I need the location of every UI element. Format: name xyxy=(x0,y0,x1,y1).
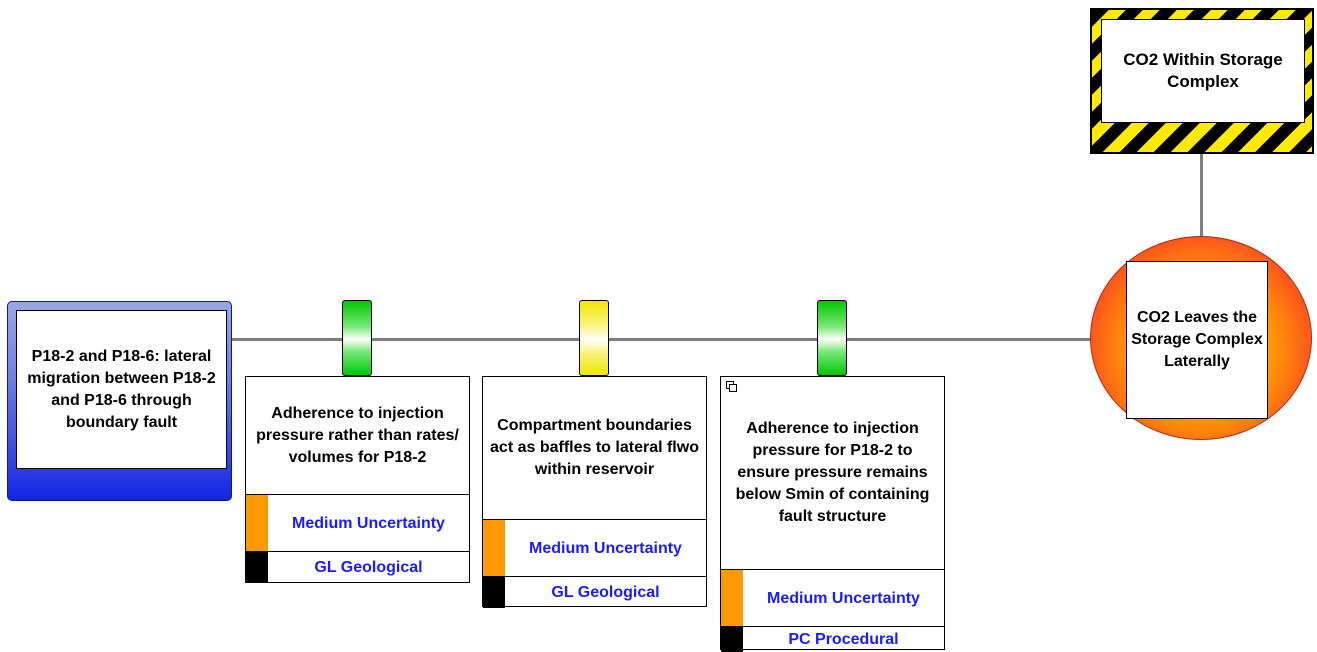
barrier-card[interactable]: Compartment boundaries act as baffles to… xyxy=(482,376,707,608)
top-event-label: CO2 Leaves the Storage Complex Laterally xyxy=(1126,261,1268,419)
uncertainty-swatch xyxy=(483,520,505,577)
barrier-card[interactable]: Adherence to injection pressure for P18-… xyxy=(720,376,945,652)
category-row: PC Procedural xyxy=(721,626,944,652)
uncertainty-swatch xyxy=(721,570,743,627)
category-row: GL Geological xyxy=(246,551,469,583)
uncertainty-row: Medium Uncertainty xyxy=(721,569,944,627)
main-pathway-line xyxy=(232,338,1092,341)
barrier-effectiveness-indicator[interactable] xyxy=(342,300,372,376)
barrier-title: Adherence to injection pressure rather t… xyxy=(256,404,459,466)
threat-label: P18-2 and P18-6: lateral migration betwe… xyxy=(16,310,227,469)
category-row: GL Geological xyxy=(483,576,706,608)
category-label: GL Geological xyxy=(314,558,423,576)
threat-box[interactable]: P18-2 and P18-6: lateral migration betwe… xyxy=(7,301,232,501)
uncertainty-label: Medium Uncertainty xyxy=(529,539,682,557)
barrier-effectiveness-indicator[interactable] xyxy=(817,300,847,376)
uncertainty-row: Medium Uncertainty xyxy=(246,494,469,552)
barrier-title: Adherence to injection pressure for P18-… xyxy=(735,420,930,525)
category-swatch xyxy=(721,627,743,652)
linked-barrier-icon[interactable] xyxy=(726,381,737,392)
category-label: PC Procedural xyxy=(788,630,899,648)
uncertainty-swatch xyxy=(246,495,268,552)
category-swatch xyxy=(483,577,505,608)
uncertainty-label: Medium Uncertainty xyxy=(292,514,445,532)
top-event-circle[interactable]: CO2 Leaves the Storage Complex Laterally xyxy=(1090,236,1312,440)
category-swatch xyxy=(246,552,268,583)
barrier-card[interactable]: Adherence to injection pressure rather t… xyxy=(245,376,470,583)
category-label: GL Geological xyxy=(551,583,660,601)
hazard-label: CO2 Within Storage Complex xyxy=(1101,19,1305,123)
barrier-title: Compartment boundaries act as baffles to… xyxy=(490,417,699,478)
uncertainty-label: Medium Uncertainty xyxy=(767,589,920,607)
barrier-effectiveness-indicator[interactable] xyxy=(579,300,609,376)
hazard-box[interactable]: CO2 Within Storage Complex xyxy=(1090,8,1314,154)
hazard-connector-line xyxy=(1200,154,1203,238)
uncertainty-row: Medium Uncertainty xyxy=(483,519,706,577)
